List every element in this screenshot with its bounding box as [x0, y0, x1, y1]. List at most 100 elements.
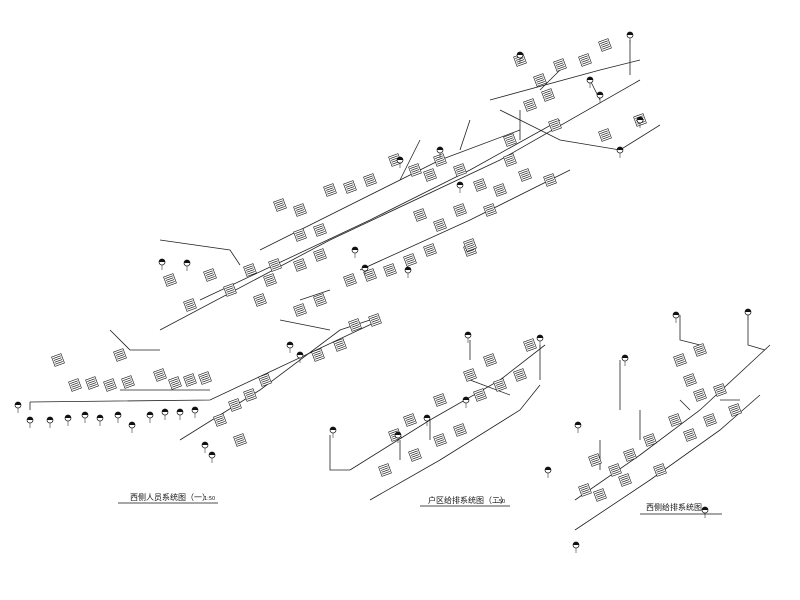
fixture-tag — [313, 248, 327, 262]
fixture-symbol — [158, 258, 166, 270]
fixture-symbol — [296, 351, 304, 363]
fixture-tag — [403, 253, 417, 267]
fixture-symbol — [64, 414, 72, 426]
fixture-tag — [653, 463, 667, 477]
fixture-tag — [483, 203, 497, 217]
fixture-tag — [293, 258, 307, 272]
fixture-symbol — [616, 146, 624, 158]
fixture-symbol — [161, 408, 169, 420]
fixture-tag — [643, 433, 657, 447]
fixture-tag — [313, 223, 327, 237]
fixture-tag — [323, 183, 337, 197]
fixture-tag — [523, 338, 537, 352]
fixture-tag — [503, 153, 517, 167]
fixture-tag — [683, 428, 697, 442]
fixture-tag — [703, 413, 717, 427]
riser-a — [399, 139, 421, 181]
fixture-tags — [51, 38, 742, 502]
fixture-symbol — [146, 411, 154, 423]
view2-stub — [469, 379, 511, 396]
fixture-tag — [343, 180, 357, 194]
fixture-tag — [368, 313, 382, 327]
fixture-tag — [493, 378, 507, 392]
fixture-symbol — [81, 411, 89, 423]
view-1-title-block: 西侧人员系统图（一） 1:50 — [118, 492, 218, 504]
fixture-tag — [541, 88, 555, 102]
view-3-title-block: 西侧给排系统图 — [640, 502, 722, 515]
fixture-tag — [293, 303, 307, 317]
fixture-symbol — [423, 414, 431, 426]
fixture-tag — [473, 178, 487, 192]
fixture-symbol — [536, 334, 544, 346]
fixture-tag — [608, 463, 622, 477]
fixture-tag — [293, 203, 307, 217]
fixture-tag — [553, 58, 567, 72]
fixture-tag — [453, 163, 467, 177]
fixture-tag — [668, 413, 682, 427]
fixture-tag — [203, 268, 217, 282]
fixture-symbol — [544, 466, 552, 478]
fixture-symbol — [744, 308, 752, 320]
fixture-tag — [423, 243, 437, 257]
view-2-title: 户区给排系统图（二） — [428, 495, 508, 505]
view3-trunk-main — [574, 344, 771, 501]
fixture-symbol — [464, 331, 472, 343]
fixture-symbol — [596, 91, 604, 103]
fixture-tag — [293, 228, 307, 242]
fixture-tag — [268, 258, 282, 272]
fixture-tag — [253, 293, 267, 307]
fixture-symbol — [176, 408, 184, 420]
pipe-network — [29, 40, 771, 531]
fixture-tag — [153, 368, 167, 382]
fixture-tag — [548, 118, 562, 132]
view-2-scale: 1:50 — [494, 499, 505, 505]
fixture-symbol — [621, 354, 629, 366]
view2-trunk-second — [369, 384, 541, 501]
stub-b — [279, 319, 331, 331]
fixture-symbol — [701, 506, 709, 518]
fixture-tag — [588, 453, 602, 467]
fixture-tag — [503, 133, 517, 147]
fixture-tag — [183, 298, 197, 312]
view2-trunk-main — [349, 344, 546, 471]
branch-trunk-b — [359, 169, 571, 271]
fixture-tag — [243, 263, 257, 277]
fixture-symbol — [114, 411, 122, 423]
fixture-symbol — [636, 116, 644, 128]
fixture-tag — [493, 183, 507, 197]
fixture-symbol — [286, 341, 294, 353]
fixture-tag — [433, 393, 447, 407]
fixture-tag — [523, 98, 537, 112]
fixture-tag — [343, 273, 357, 287]
fixture-tag — [68, 378, 82, 392]
fixture-symbol — [329, 426, 337, 438]
fixture-tag — [578, 53, 592, 67]
riser-b — [459, 119, 471, 151]
fixture-tag — [513, 368, 527, 382]
fixture-tag — [243, 388, 257, 402]
fixture-symbol — [436, 146, 444, 158]
fixture-tag — [408, 448, 422, 462]
fixture-tag — [378, 463, 392, 477]
fixture-tag — [483, 353, 497, 367]
fixture-symbol — [191, 406, 199, 418]
stub-a — [299, 289, 331, 301]
fixture-tag — [693, 388, 707, 402]
fixture-symbol — [46, 416, 54, 428]
view3-top-riser — [679, 315, 701, 346]
view-2-title-block: 户区给排系统图（二） 1:50 — [420, 495, 510, 507]
fixture-tag — [713, 383, 727, 397]
view-1-title: 西侧人员系统图（一） — [130, 492, 210, 502]
fixture-symbol — [128, 421, 136, 433]
fixture-tag — [683, 373, 697, 387]
fixture-tag — [433, 433, 447, 447]
fixture-tag — [453, 423, 467, 437]
fixture-symbol — [208, 451, 216, 463]
top-return — [499, 109, 661, 151]
fixture-tag — [258, 373, 272, 387]
top-run — [489, 59, 641, 101]
fixture-tag — [413, 208, 427, 222]
fixture-symbol — [183, 259, 191, 271]
fixture-tag — [408, 163, 422, 177]
